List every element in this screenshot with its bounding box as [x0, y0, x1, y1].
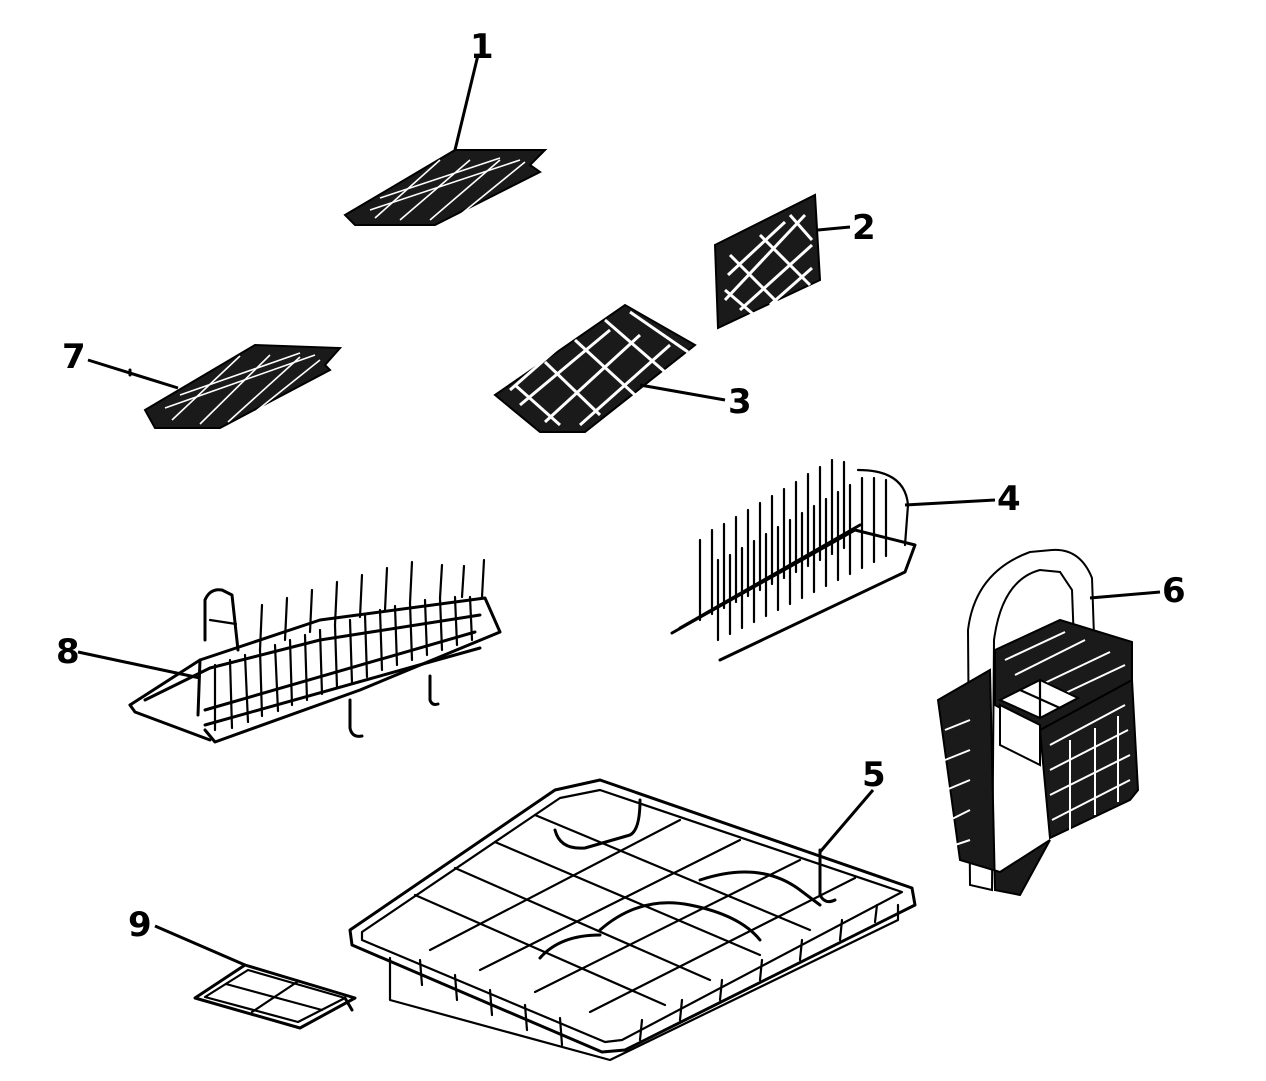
part-3-tray [493, 303, 697, 433]
part-label-7: 7 [62, 337, 86, 377]
part-5-lower-basket [348, 778, 917, 1062]
leader-line-5 [818, 789, 875, 853]
leader-line-1 [453, 54, 480, 151]
part-label-3: 3 [728, 382, 752, 422]
part-4-tine-rack [670, 458, 917, 662]
part-6-cutlery-basket [936, 548, 1140, 897]
part-label-6: 6 [1162, 571, 1186, 611]
part-9-grid-insert [193, 963, 357, 1030]
leader-line-9 [154, 924, 246, 967]
part-label-2: 2 [852, 208, 876, 248]
leader-line-3 [639, 383, 726, 402]
part-2-panel [713, 193, 822, 330]
leader-line-2 [817, 225, 851, 232]
part-8-fold-rack [128, 368, 502, 744]
part-label-8: 8 [56, 632, 80, 672]
part-7-tray [143, 343, 343, 429]
part-1-tray [343, 149, 548, 226]
part-label-1: 1 [470, 27, 494, 67]
part-label-9: 9 [128, 905, 152, 945]
leader-line-4 [904, 498, 996, 507]
leader-line-6 [1089, 590, 1161, 600]
part-label-4: 4 [997, 479, 1021, 519]
part-label-5: 5 [862, 755, 886, 795]
leader-line-7 [87, 358, 179, 390]
leader-line-8 [77, 650, 201, 680]
